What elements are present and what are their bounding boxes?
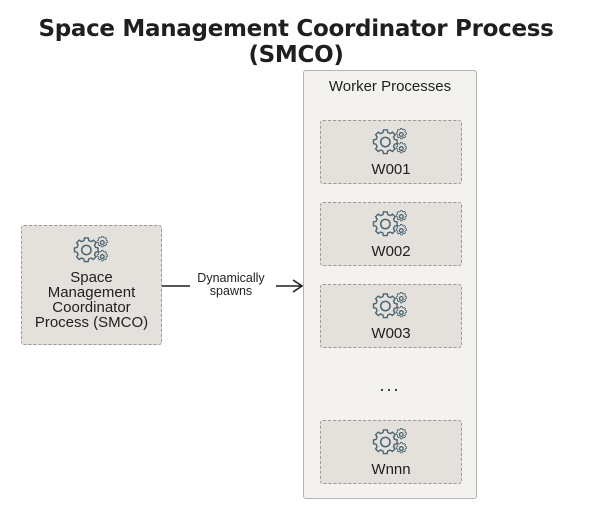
smco-label-line: Management <box>47 284 136 301</box>
worker-label: W001 <box>371 161 411 178</box>
worker-label: Wnnn <box>371 461 411 478</box>
worker-processes-group: Worker Processes W001 W002 W003 ... Wnnn <box>303 70 477 499</box>
worker-process-box: W002 <box>320 202 462 266</box>
gears-icon <box>371 291 411 321</box>
smco-label: Space Management Coordinator Process (SM… <box>22 270 161 330</box>
gears-icon <box>371 127 411 157</box>
worker-processes-label: Worker Processes <box>328 78 452 95</box>
smco-process-box: Space Management Coordinator Process (SM… <box>21 225 162 345</box>
gears-icon <box>371 209 411 239</box>
worker-label: W003 <box>371 325 411 342</box>
ellipsis: ... <box>379 375 401 395</box>
connector-label-line: Dynamically <box>197 271 265 285</box>
worker-label: W002 <box>371 243 411 260</box>
gears-icon <box>371 427 411 457</box>
worker-process-box: W001 <box>320 120 462 184</box>
smco-label-line: Process (SMCO) <box>34 314 149 331</box>
gears-icon <box>72 235 112 265</box>
page-title: Space Management Coordinator Process (SM… <box>38 16 554 68</box>
worker-process-box: Wnnn <box>320 420 462 484</box>
worker-process-box: W003 <box>320 284 462 348</box>
smco-label-line: Coordinator <box>52 299 131 316</box>
smco-label-line: Space <box>70 269 113 286</box>
connector-label: Dynamically spawns <box>176 272 286 298</box>
connector-label-line: spawns <box>209 284 253 298</box>
spawn-arrow <box>162 279 304 293</box>
